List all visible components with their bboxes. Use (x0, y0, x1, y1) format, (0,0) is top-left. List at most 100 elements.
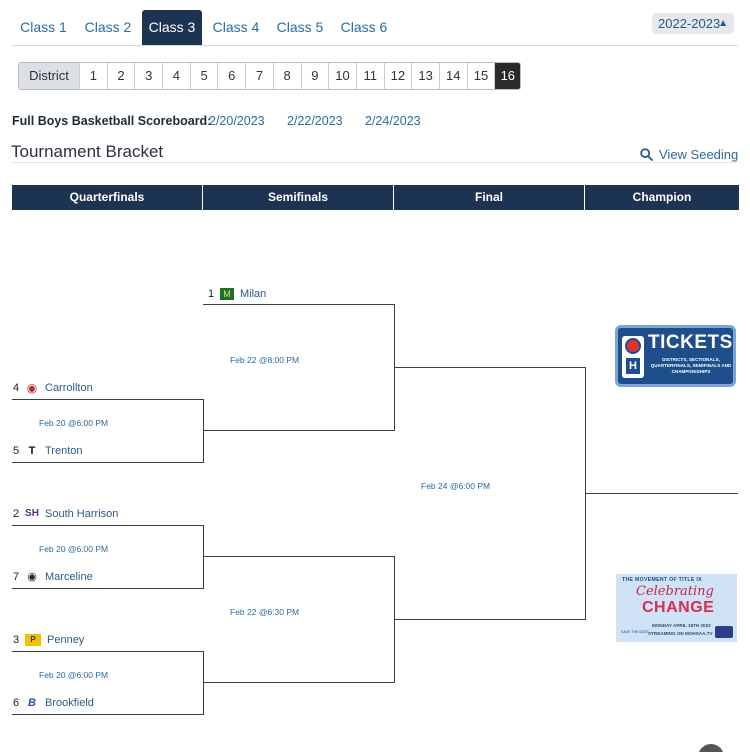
round-header-final: Final (394, 185, 585, 210)
tickets-headline: TICKETS (648, 332, 733, 353)
carrollton-logo-icon: ◉ (26, 381, 38, 395)
ad-line-2: Celebrating (636, 584, 714, 599)
team-name: Brookfield (45, 697, 94, 709)
pager-page-2[interactable]: 2 (106, 63, 135, 89)
search-icon (640, 148, 653, 161)
team-name: Milan (240, 288, 267, 300)
team-name: Trenton (45, 445, 83, 457)
tab-class-1[interactable]: Class 1 (20, 19, 67, 35)
bracket-line (203, 651, 204, 715)
game-time-sf2[interactable]: Feb 22 @6:30 PM (230, 607, 300, 617)
team-seed: 3 (13, 634, 20, 646)
tab-class-5[interactable]: Class 5 (276, 19, 324, 35)
marceline-logo-icon: ◉ (27, 571, 37, 583)
game-time-qf3[interactable]: Feb 20 @6:00 PM (39, 670, 109, 680)
team-name: South Harrison (45, 508, 119, 520)
season-select[interactable]: 2022-2023 ▲︎ (652, 13, 734, 34)
ad-line-5: STREAMING ON MOHSAA.TV (648, 631, 713, 636)
tab-class-3[interactable]: Class 3 (142, 10, 202, 45)
scoreboard-date-link-3[interactable]: 2/24/2023 (365, 114, 421, 128)
scoreboard-date-link-1[interactable]: 2/20/2023 (209, 114, 265, 128)
page-title: Tournament Bracket (11, 142, 164, 161)
pager-page-9[interactable]: 9 (300, 63, 329, 89)
bracket-line (394, 619, 586, 620)
floating-action-button[interactable] (698, 744, 724, 752)
pager-page-1[interactable]: 1 (79, 63, 107, 89)
team-seed: 2 (13, 508, 20, 520)
scoreboard-date-link-2[interactable]: 2/22/2023 (287, 114, 343, 128)
trenton-logo-icon: T (28, 445, 36, 457)
round-header-quarterfinals: Quarterfinals (12, 185, 203, 210)
penney-logo-icon: P (25, 634, 41, 646)
bracket-line (12, 399, 204, 400)
south-harrison-logo-icon: SH (25, 508, 39, 519)
game-time-sf1[interactable]: Feb 22 @8:00 PM (230, 355, 300, 365)
team-entry-brookfield[interactable]: 6 B Brookfield (13, 697, 94, 709)
bracket-line (12, 714, 204, 715)
scoreboard-row: Full Boys Basketball Scoreboard: 2/20/20… (12, 114, 421, 128)
pager-page-6[interactable]: 6 (217, 63, 245, 89)
view-seeding-link[interactable]: View Seeding (640, 147, 738, 162)
pager-page-14[interactable]: 14 (438, 63, 467, 89)
badge-circle (625, 338, 641, 354)
game-time-qf2[interactable]: Feb 20 @6:00 PM (39, 544, 109, 554)
team-seed: 7 (13, 571, 20, 583)
round-header-champion: Champion (585, 185, 739, 210)
bracket-line (203, 556, 395, 557)
pager-district-label[interactable]: District (19, 63, 79, 89)
pager-page-3[interactable]: 3 (134, 63, 162, 89)
team-name: Carrollton (45, 382, 93, 394)
team-seed: 6 (13, 697, 20, 709)
chevron-updown-icon: ▲︎ (718, 18, 728, 29)
bracket-line (12, 462, 204, 463)
team-entry-milan[interactable]: 1 M Milan (208, 288, 266, 300)
ad-line-3: CHANGE (642, 599, 715, 616)
tab-class-2[interactable]: Class 2 (84, 19, 132, 35)
team-entry-carrollton[interactable]: 4 ◉ Carrollton (13, 382, 93, 394)
bracket-line (203, 304, 395, 305)
team-name: Marceline (45, 571, 93, 583)
ad-save-the-date: SAVE THE DATE (621, 630, 649, 634)
team-entry-trenton[interactable]: 5 T Trenton (13, 445, 83, 457)
mshsaa-badge-icon: H (622, 336, 644, 378)
bracket-line (585, 493, 738, 494)
team-entry-south-harrison[interactable]: 2 SH South Harrison (13, 508, 118, 520)
team-seed: 4 (13, 382, 20, 394)
pager-page-16[interactable]: 16 (494, 63, 521, 89)
district-pager: District 1 2 3 4 5 6 7 8 9 10 11 12 13 1… (18, 62, 522, 90)
tickets-ad-banner[interactable]: H TICKETS DISTRICTS, SECTIONALS, QUARTER… (615, 325, 736, 387)
mshsaa-logo-icon (715, 626, 733, 638)
team-entry-marceline[interactable]: 7 ◉ Marceline (13, 571, 93, 583)
title-divider (11, 162, 738, 163)
brookfield-logo-icon: B (28, 697, 36, 709)
pager-page-13[interactable]: 13 (411, 63, 439, 89)
bracket-line (203, 525, 204, 589)
game-time-qf1[interactable]: Feb 20 @6:00 PM (39, 418, 109, 428)
round-header-semifinals: Semifinals (203, 185, 394, 210)
pager-page-5[interactable]: 5 (189, 63, 218, 89)
bracket-line (12, 651, 204, 652)
scoreboard-label: Full Boys Basketball Scoreboard: (12, 114, 212, 128)
team-name: Penney (47, 634, 85, 646)
tab-class-4[interactable]: Class 4 (212, 19, 260, 35)
pager-page-4[interactable]: 4 (162, 63, 190, 89)
view-seeding-label: View Seeding (659, 147, 739, 162)
ad-line-4: MONDAY APRIL 18TH 2022 (652, 623, 711, 628)
bracket-line (203, 399, 204, 463)
bracket-line (203, 682, 395, 683)
bracket-line (394, 367, 586, 368)
pager-page-7[interactable]: 7 (245, 63, 273, 89)
pager-page-11[interactable]: 11 (355, 63, 384, 89)
milan-logo-icon: M (220, 288, 234, 300)
round-header-bar: Quarterfinals Semifinals Final Champion (12, 185, 739, 210)
ad-line-1: THE MOVEMENT OF TITLE IX (622, 577, 702, 583)
pager-page-12[interactable]: 12 (383, 63, 412, 89)
pager-page-15[interactable]: 15 (466, 63, 495, 89)
game-time-final[interactable]: Feb 24 @6:00 PM (421, 481, 491, 491)
celebrating-change-ad-banner[interactable]: THE MOVEMENT OF TITLE IX Celebrating CHA… (616, 574, 737, 642)
pager-page-10[interactable]: 10 (328, 63, 356, 89)
pager-page-8[interactable]: 8 (272, 63, 301, 89)
tab-class-6[interactable]: Class 6 (340, 19, 388, 35)
team-entry-penney[interactable]: 3 P Penney (13, 634, 84, 646)
team-seed: 5 (13, 445, 20, 457)
